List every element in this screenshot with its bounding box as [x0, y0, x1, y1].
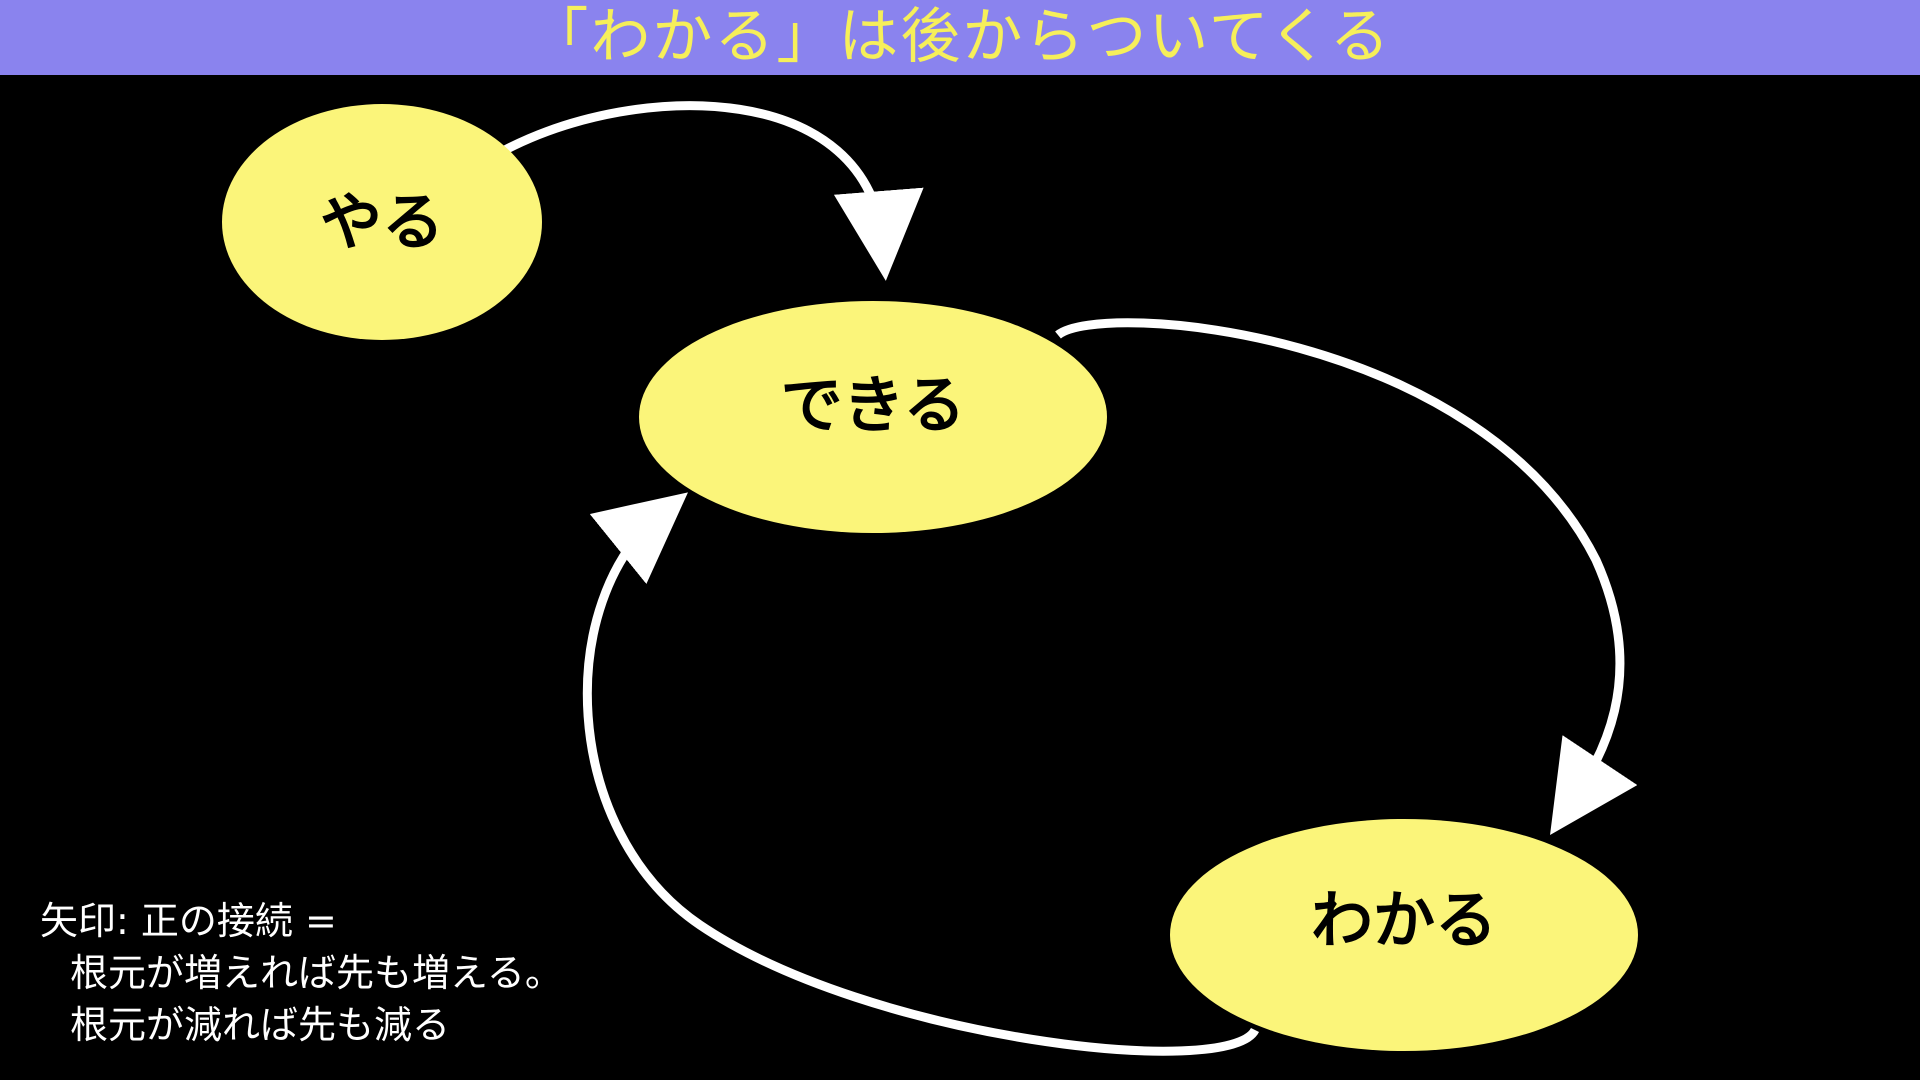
- edge-wakaru-to-dekiru: [582, 492, 1260, 1056]
- legend-line-1: 矢印: 正の接続 =: [40, 899, 337, 943]
- legend-line-2: 根元が増えれば先も増える。: [70, 951, 563, 995]
- edge-dekiru-to-wakaru: [1055, 318, 1638, 835]
- node-wakaru: わかる: [1170, 819, 1638, 1051]
- node-wakaru-label: わかる: [1311, 884, 1497, 957]
- edge-yaru-to-dekiru: [502, 101, 924, 281]
- legend-line-3: 根元が減れば先も減る: [70, 1003, 451, 1047]
- node-dekiru: できる: [639, 301, 1107, 533]
- legend: 矢印: 正の接続 = 根元が増えれば先も増える。 根元が減れば先も減る: [40, 895, 563, 1051]
- page-title: 「わかる」は後からついてくる: [528, 2, 1392, 72]
- node-yaru-label: やる: [320, 186, 444, 259]
- node-yaru: やる: [222, 104, 542, 340]
- title-bar: 「わかる」は後からついてくる: [0, 0, 1920, 75]
- node-dekiru-label: できる: [781, 369, 966, 442]
